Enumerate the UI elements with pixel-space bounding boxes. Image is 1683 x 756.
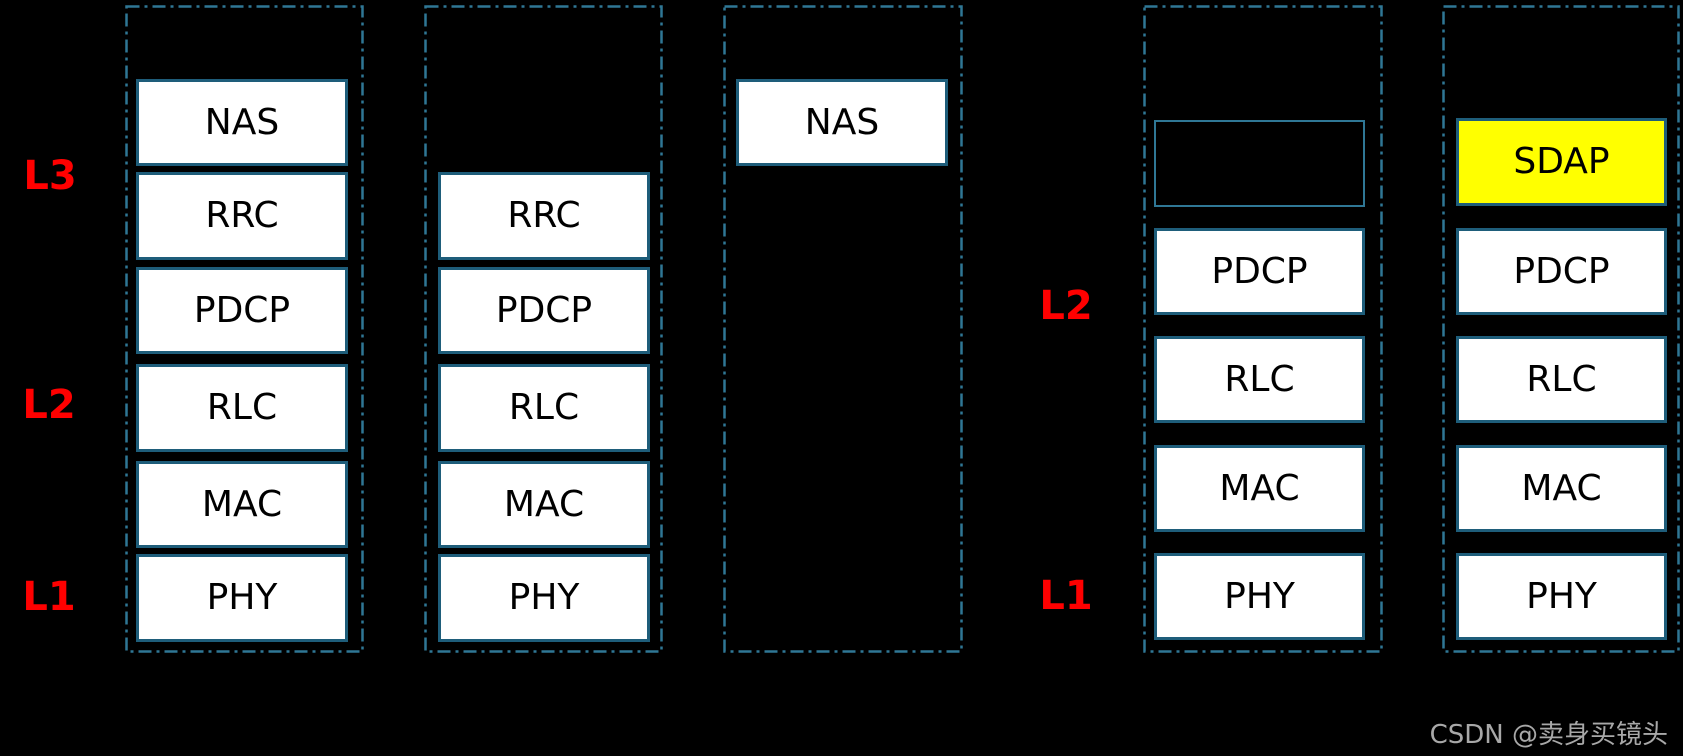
layer-label-l2-3: L2: [1039, 283, 1093, 329]
box-rlc: RLC: [1154, 336, 1365, 423]
box-phy: PHY: [438, 554, 650, 642]
box-rrc: RRC: [438, 172, 650, 260]
box-pdcp: PDCP: [438, 267, 650, 354]
csdn-watermark: CSDN @卖身买镜头: [1429, 720, 1668, 750]
stack-column-4-container: [1143, 5, 1383, 653]
box-nas: NAS: [736, 79, 948, 166]
box-phy: PHY: [136, 554, 348, 642]
box-phy: PHY: [1456, 553, 1667, 640]
box-rlc: RLC: [438, 364, 650, 452]
box-pdcp: PDCP: [1456, 228, 1667, 315]
box-nas: NAS: [136, 79, 348, 166]
box-mac: MAC: [1154, 445, 1365, 532]
stack-column-2-container: [424, 5, 663, 653]
box-phy: PHY: [1154, 553, 1365, 640]
layer-label-l1-2: L1: [22, 574, 76, 620]
stack-column-1-container: [125, 5, 364, 653]
box-pdcp: PDCP: [1154, 228, 1365, 315]
layer-label-l1-4: L1: [1039, 573, 1093, 619]
box-rlc: RLC: [136, 364, 348, 452]
box-mac: MAC: [438, 461, 650, 548]
layer-label-l3-0: L3: [23, 153, 77, 199]
box-rlc: RLC: [1456, 336, 1667, 423]
box-mac: MAC: [1456, 445, 1667, 532]
stack-column-5-container: [1442, 5, 1680, 653]
box-mac: MAC: [136, 461, 348, 548]
stack-column-3-container: [723, 5, 963, 653]
box-rrc: RRC: [136, 172, 348, 260]
box-pdcp: PDCP: [136, 267, 348, 354]
layer-label-l2-1: L2: [22, 382, 76, 428]
box-sdap: SDAP: [1456, 118, 1667, 206]
box-empty: [1154, 120, 1365, 207]
